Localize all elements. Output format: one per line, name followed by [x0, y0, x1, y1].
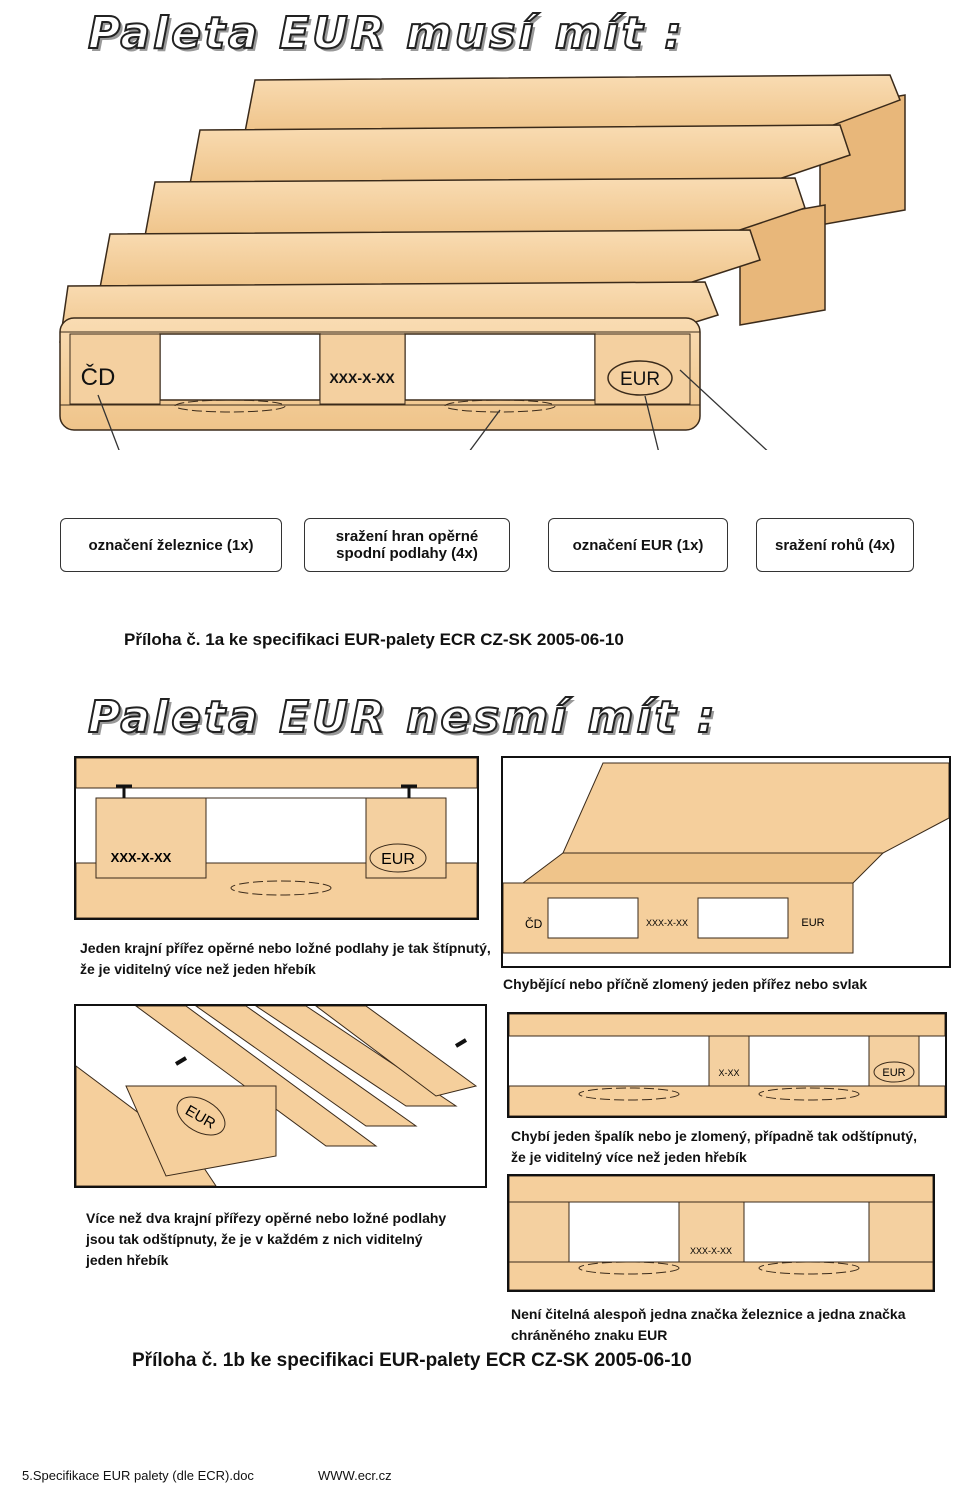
panel5-caption: Není čitelná alespoň jedna značka železn… — [511, 1304, 941, 1346]
panel5-caption-line2: chráněného znaku EUR — [511, 1327, 668, 1343]
panel1-code: XXX-X-XX — [111, 850, 172, 865]
panel2-code: XXX-X-XX — [646, 918, 688, 928]
callout-corner-chamfer: sražení rohů (4x) — [756, 518, 914, 572]
footer-filename: 5.Specifikace EUR palety (dle ECR).doc — [22, 1468, 254, 1483]
panel-split-boards-nails: EUR — [74, 1004, 487, 1188]
title-must-have: Paleta EUR musí mít : — [87, 7, 685, 60]
footer-url[interactable]: WWW.ecr.cz — [318, 1468, 392, 1483]
panel2-caption: Chybějící nebo příčně zlomený jeden příř… — [503, 976, 868, 992]
panel2-cd: ČD — [525, 916, 543, 931]
panel1-caption: Jeden krajní přířez opěrné nebo ložné po… — [80, 938, 500, 980]
panel3-caption-line3: jeden hřebík — [86, 1252, 169, 1268]
code-mark: XXX-X-XX — [329, 370, 395, 386]
panel5-caption-line1: Není čitelná alespoň jedna značka železn… — [511, 1306, 906, 1322]
panel4-caption: Chybí jeden špalík nebo je zlomený, příp… — [511, 1126, 951, 1168]
panel3-caption-line2: jsou tak odštípnuty, že je v každém z ni… — [86, 1231, 423, 1247]
panel4-eur: EUR — [882, 1067, 905, 1079]
panel4-caption-line1: Chybí jeden špalík nebo je zlomený, příp… — [511, 1128, 918, 1144]
callout-edge-chamfer-line2: spodní podlahy (4x) — [336, 545, 478, 562]
annex-1a: Příloha č. 1a ke specifikaci EUR-palety … — [124, 630, 624, 649]
panel1-eur: EUR — [381, 851, 415, 868]
railway-mark: ČD — [81, 363, 116, 391]
eur-mark: EUR — [620, 369, 660, 390]
panel3-caption: Více než dva krajní přířezy opěrné nebo … — [86, 1208, 496, 1271]
callout-edge-chamfer-line1: sražení hran opěrné — [335, 528, 479, 545]
panel1-caption-line1: Jeden krajní přířez opěrné nebo ložné po… — [80, 940, 491, 956]
callout-edge-chamfer: sražení hran opěrné spodní podlahy (4x) — [304, 518, 510, 572]
panel3-caption-line1: Více než dva krajní přířezy opěrné nebo … — [86, 1210, 447, 1226]
panel4-caption-line2: že je viditelný více než jeden hřebík — [511, 1149, 747, 1165]
panel-illegible-marks: XXX-X-XX — [507, 1174, 935, 1292]
panel-split-board: XXX-X-XX EUR — [74, 756, 479, 920]
panel4-code: X-XX — [718, 1068, 739, 1078]
panel5-code: XXX-X-XX — [690, 1246, 732, 1256]
panel2-eur: EUR — [801, 917, 824, 929]
title-must-not-have: Paleta EUR nesmí mít : — [87, 691, 718, 744]
panel-missing-block: X-XX EUR — [507, 1012, 947, 1118]
pallet-diagram-top: ČD XXX-X-XX EUR — [59, 74, 906, 450]
callout-railway-marking: označení železnice (1x) — [60, 518, 282, 572]
callout-eur-marking: označení EUR (1x) — [548, 518, 728, 572]
panel1-caption-line2: že je viditelný více než jeden hřebík — [80, 961, 316, 977]
panel-missing-board: ČD XXX-X-XX EUR — [501, 756, 951, 968]
annex-1b: Příloha č. 1b ke specifikaci EUR-palety … — [132, 1350, 692, 1371]
